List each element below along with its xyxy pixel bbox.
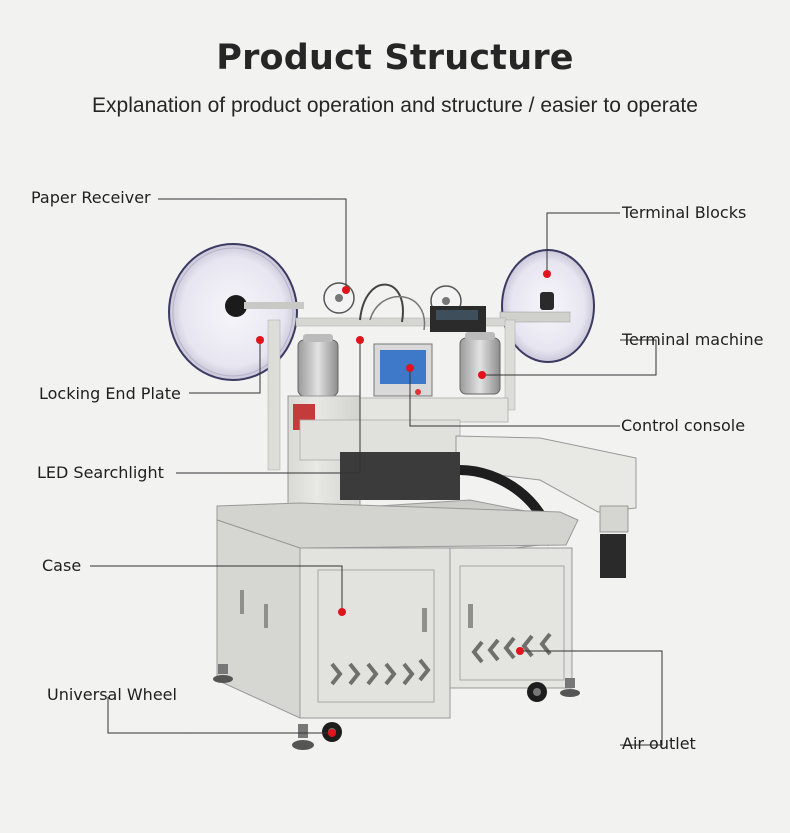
conveyor-arm — [455, 435, 637, 578]
cabinet — [216, 519, 573, 719]
label-control-console: Control console — [621, 416, 746, 435]
left-reel — [168, 243, 304, 381]
marker-terminal-machine — [478, 371, 486, 379]
marker-air-outlet — [516, 647, 524, 655]
left-vents — [330, 658, 431, 686]
label-terminal-machine: Terminal machine — [622, 330, 764, 349]
marker-universal-wheel — [328, 729, 336, 737]
right-reel — [499, 249, 595, 363]
leader-lines — [90, 198, 663, 746]
page-subtitle: Explanation of product operation and str… — [92, 94, 698, 117]
marker-paper-receiver — [342, 286, 350, 294]
label-locking-end-plate: Locking End Plate — [39, 384, 181, 403]
marker-terminal-blocks — [543, 270, 551, 278]
right-motor — [459, 332, 501, 395]
label-universal-wheel: Universal Wheel — [47, 685, 177, 704]
marker-locking-end-plate — [256, 336, 264, 344]
machine-upper-body — [287, 343, 509, 507]
left-motor — [297, 334, 339, 397]
label-paper-receiver: Paper Receiver — [31, 188, 151, 207]
callout-markers — [256, 270, 551, 737]
label-air-outlet: Air outlet — [622, 734, 696, 753]
page-title: Product Structure — [216, 38, 574, 78]
label-terminal-blocks: Terminal Blocks — [622, 203, 747, 222]
marker-led-searchlight — [356, 336, 364, 344]
label-led-searchlight: LED Searchlight — [37, 463, 164, 482]
marker-case — [338, 608, 346, 616]
label-case: Case — [42, 556, 82, 575]
marker-control-console — [406, 364, 414, 372]
